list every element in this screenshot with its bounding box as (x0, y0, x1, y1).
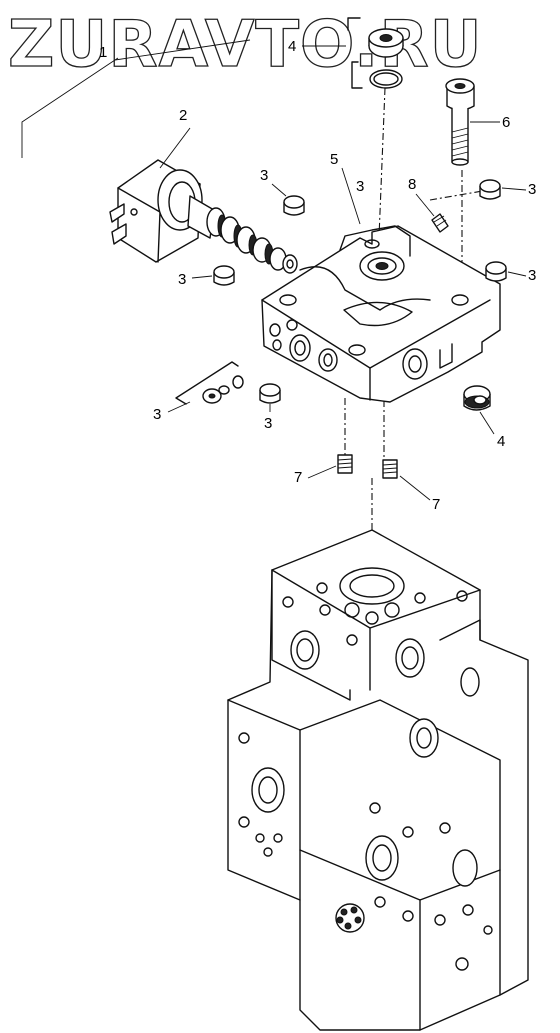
plug-part-3-upper-left (283, 195, 305, 216)
valve-body-part-5 (261, 225, 501, 403)
solenoid-part-2 (109, 159, 298, 274)
callout-6: 6 (502, 114, 510, 131)
callout-3-center: 3 (356, 178, 364, 195)
gear-detail (335, 903, 365, 933)
callout-4-lower: 4 (497, 433, 505, 450)
plug-part-3-left-pair (175, 361, 244, 405)
callout-5: 5 (330, 151, 338, 168)
callout-3-lower: 3 (264, 415, 272, 432)
callout-3-upper-right: 3 (528, 181, 536, 198)
watermark-text: ZURAVTO.RU (8, 8, 483, 82)
plug-part-3-mid-left (213, 265, 235, 286)
callout-1: 1 (99, 44, 107, 61)
plug-top-part-4 (347, 17, 404, 89)
callout-2: 2 (179, 107, 187, 124)
callout-4-top: 4 (288, 38, 296, 55)
set-screw-part-7-left (337, 454, 353, 474)
plug-part-3-lower (259, 383, 281, 404)
callout-3-lower-left: 3 (153, 406, 161, 423)
leader-1 (21, 39, 251, 158)
plug-part-3-upper-right (479, 179, 501, 200)
callout-8: 8 (408, 176, 416, 193)
callout-labels: 1 2 3 3 3 3 3 3 3 4 4 5 6 7 7 8 (99, 38, 536, 513)
callout-3-mid-left: 3 (178, 271, 186, 288)
plug-part-3-mid-right (485, 261, 507, 282)
callout-7-left: 7 (294, 469, 302, 486)
set-screw-part-7-right (382, 459, 398, 479)
bolt-part-6 (445, 78, 475, 166)
callout-7-right: 7 (432, 496, 440, 513)
callout-3-upper-left: 3 (260, 167, 268, 184)
callout-3-mid-right: 3 (528, 267, 536, 284)
plug-lower-part-4 (463, 385, 491, 411)
screw-part-8 (431, 213, 449, 233)
pump-housing (227, 529, 529, 1031)
callout-leaders (159, 45, 527, 501)
